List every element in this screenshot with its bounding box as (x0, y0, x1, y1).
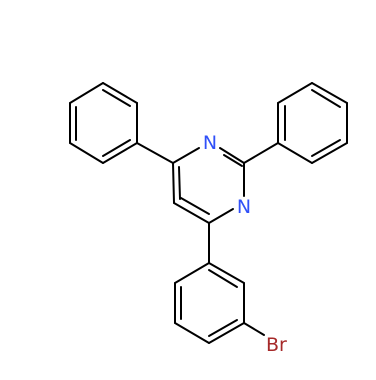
bond (311, 82, 348, 104)
atom-label-n: N (203, 132, 217, 154)
bond (277, 82, 313, 104)
bond (102, 89, 131, 107)
bond (69, 82, 104, 104)
bond (172, 162, 175, 204)
bond (311, 142, 348, 164)
atom-n3: N (237, 196, 251, 218)
bond (173, 202, 210, 224)
bond (102, 139, 131, 157)
bond (208, 262, 245, 284)
bond (102, 82, 138, 104)
phenyl-ring-left (69, 82, 138, 164)
bond (69, 142, 104, 164)
bond (243, 322, 265, 336)
bond (178, 166, 181, 200)
bromophenyl-ring (174, 262, 265, 344)
bond (180, 197, 210, 215)
bond (208, 322, 245, 344)
bond (219, 147, 245, 164)
bond (277, 142, 313, 164)
bond (174, 262, 210, 284)
pyrimidine-ring (172, 147, 245, 224)
bond (243, 142, 279, 164)
bond (208, 269, 238, 288)
bond (174, 322, 210, 344)
bond (136, 142, 174, 164)
phenyl-ring-right (277, 82, 348, 164)
bond (208, 319, 238, 337)
bond (311, 139, 341, 157)
bond (172, 147, 200, 164)
atom-n1: N (203, 132, 217, 154)
atom-label-n: N (237, 196, 251, 218)
bond (102, 142, 138, 164)
bond (311, 89, 341, 108)
linking-bonds (136, 142, 279, 264)
bond (208, 208, 234, 224)
atom-br: Br (266, 334, 287, 356)
bond (223, 154, 243, 167)
atom-label-br: Br (266, 334, 287, 356)
